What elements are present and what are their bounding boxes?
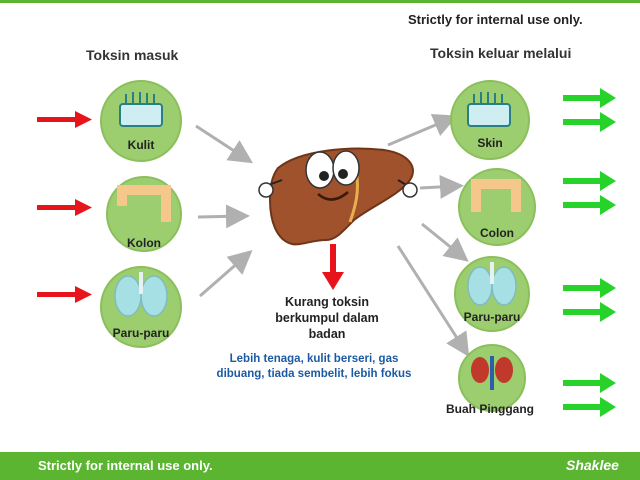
green-arrow-5	[563, 278, 616, 298]
green-arrow-6	[563, 302, 616, 322]
footer-bar: Strictly for internal use only. Shaklee	[0, 452, 640, 480]
green-arrow-4	[563, 195, 616, 215]
footer-note: Strictly for internal use only.	[38, 458, 213, 473]
circle-kolon: Kolon	[106, 176, 182, 252]
arrow-paru-to-liver	[200, 254, 248, 296]
output-label-paru: Paru-paru	[456, 310, 528, 324]
red-arrow-paru	[37, 286, 92, 303]
red-input-arrows	[37, 111, 92, 303]
arrow-kulit-to-liver	[196, 126, 248, 160]
green-output-arrows	[563, 88, 616, 417]
circle-paru-out: Paru-paru	[454, 256, 530, 332]
brand-logo: Shaklee	[566, 457, 619, 473]
circle-skin: Skin	[450, 80, 530, 160]
green-arrow-8	[563, 397, 616, 417]
intake-label-paru: Paru-paru	[102, 326, 180, 340]
output-label-colon: Colon	[460, 226, 534, 240]
red-arrow-kulit	[37, 111, 92, 128]
output-label-kidney: Buah Pinggang	[446, 402, 534, 416]
green-arrow-3	[563, 171, 616, 191]
arrow-liver-to-colon	[420, 186, 458, 188]
benefit-text: Lebih tenaga, kulit berseri, gas dibuang…	[216, 352, 412, 382]
intake-label-kolon: Kolon	[108, 236, 180, 250]
circle-kulit: Kulit	[100, 80, 182, 162]
result-text: Kurang toksin berkumpul dalam badan	[262, 294, 392, 342]
output-label-skin: Skin	[452, 136, 528, 150]
arrow-liver-to-skin	[388, 118, 452, 145]
liver-mascot-icon	[259, 149, 417, 245]
red-arrow-kolon	[37, 199, 92, 216]
circle-colon: Colon	[458, 168, 536, 246]
green-arrow-1	[563, 88, 616, 108]
arrow-kolon-to-liver	[198, 216, 244, 217]
circle-paru: Paru-paru	[100, 266, 182, 348]
green-arrow-7	[563, 373, 616, 393]
gray-arrows-in	[196, 126, 248, 296]
intake-label-kulit: Kulit	[102, 138, 180, 152]
green-arrow-2	[563, 112, 616, 132]
red-down-arrow	[322, 244, 344, 290]
